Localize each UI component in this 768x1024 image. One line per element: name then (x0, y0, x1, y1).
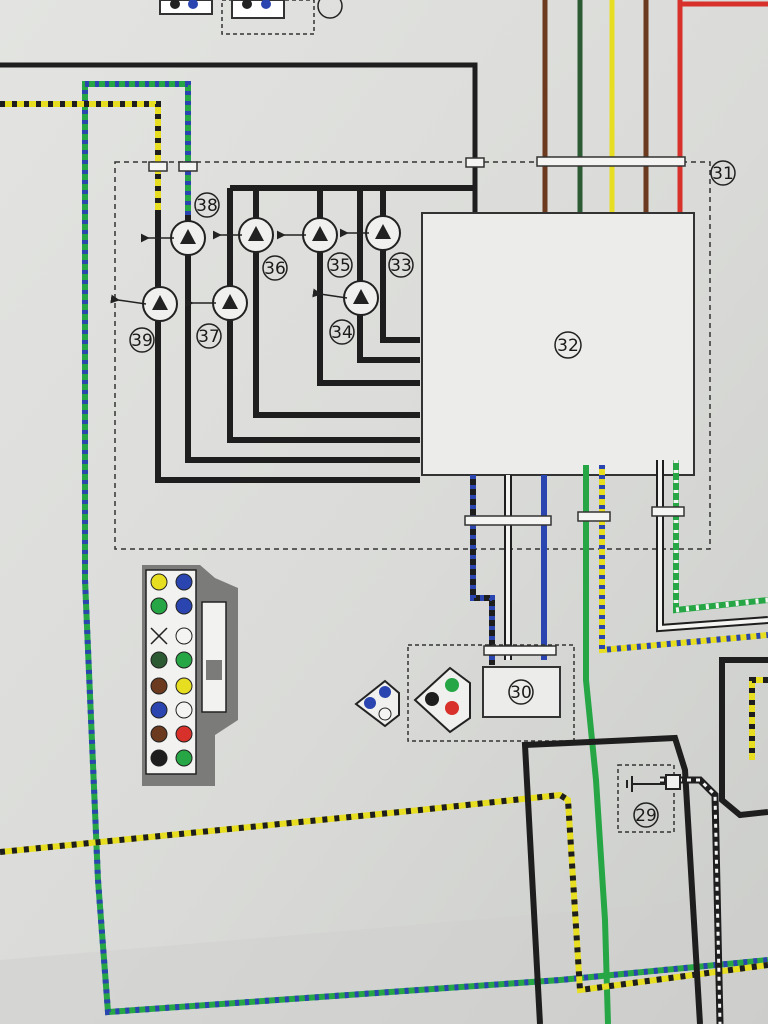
label-39-text: 39 (131, 331, 153, 351)
yellow-black-wire-top (0, 101, 161, 215)
led-35 (276, 217, 338, 253)
led-indicators (110, 215, 401, 322)
instrument-unit-32 (421, 212, 695, 476)
led-34 (312, 280, 379, 316)
label-partial-top (317, 0, 343, 19)
label-36-text: 36 (264, 259, 286, 279)
led-38 (140, 220, 206, 256)
enclosure-31 (114, 161, 711, 550)
led-33 (339, 215, 401, 251)
label-29: 29 (633, 802, 659, 828)
connector-pins (150, 573, 193, 767)
label-38-text: 38 (196, 196, 218, 216)
label-34-text: 34 (331, 323, 353, 343)
label-39: 39 (129, 327, 155, 353)
connector-pinout (142, 565, 238, 786)
enclosure-29 (617, 764, 675, 833)
splice-clips (148, 156, 686, 172)
label-29-text: 29 (635, 806, 657, 826)
enclosure-30 (407, 644, 575, 742)
led-37 (184, 285, 248, 321)
label-33-text: 33 (390, 256, 412, 276)
led-36 (212, 217, 274, 253)
top-connector-fragment (159, 0, 315, 35)
label-36: 36 (262, 255, 288, 281)
label-33: 33 (388, 252, 414, 278)
label-37-text: 37 (198, 327, 220, 347)
connector-triangle-small (354, 679, 400, 728)
label-32: 32 (554, 331, 582, 359)
top-harness-wires (542, 0, 768, 215)
label-37: 37 (196, 323, 222, 349)
yellow-black-wire-bottom (0, 791, 768, 994)
label-30-text: 30 (510, 683, 532, 703)
green-blue-outer-loop (82, 81, 768, 1016)
label-31-text: 31 (712, 164, 734, 184)
ground-symbol-29 (626, 774, 681, 792)
label-35: 35 (327, 252, 353, 278)
sensor-30 (482, 666, 561, 718)
led-bank-wiring (155, 185, 475, 483)
label-30: 30 (508, 679, 534, 705)
connector-triangle-large (413, 666, 471, 734)
label-35-text: 35 (329, 256, 351, 276)
label-38: 38 (194, 192, 220, 218)
led-39 (110, 286, 178, 322)
label-31: 31 (710, 160, 736, 186)
lower-splice-clips (464, 506, 685, 656)
label-32-text: 32 (557, 336, 579, 356)
label-34: 34 (329, 319, 355, 345)
